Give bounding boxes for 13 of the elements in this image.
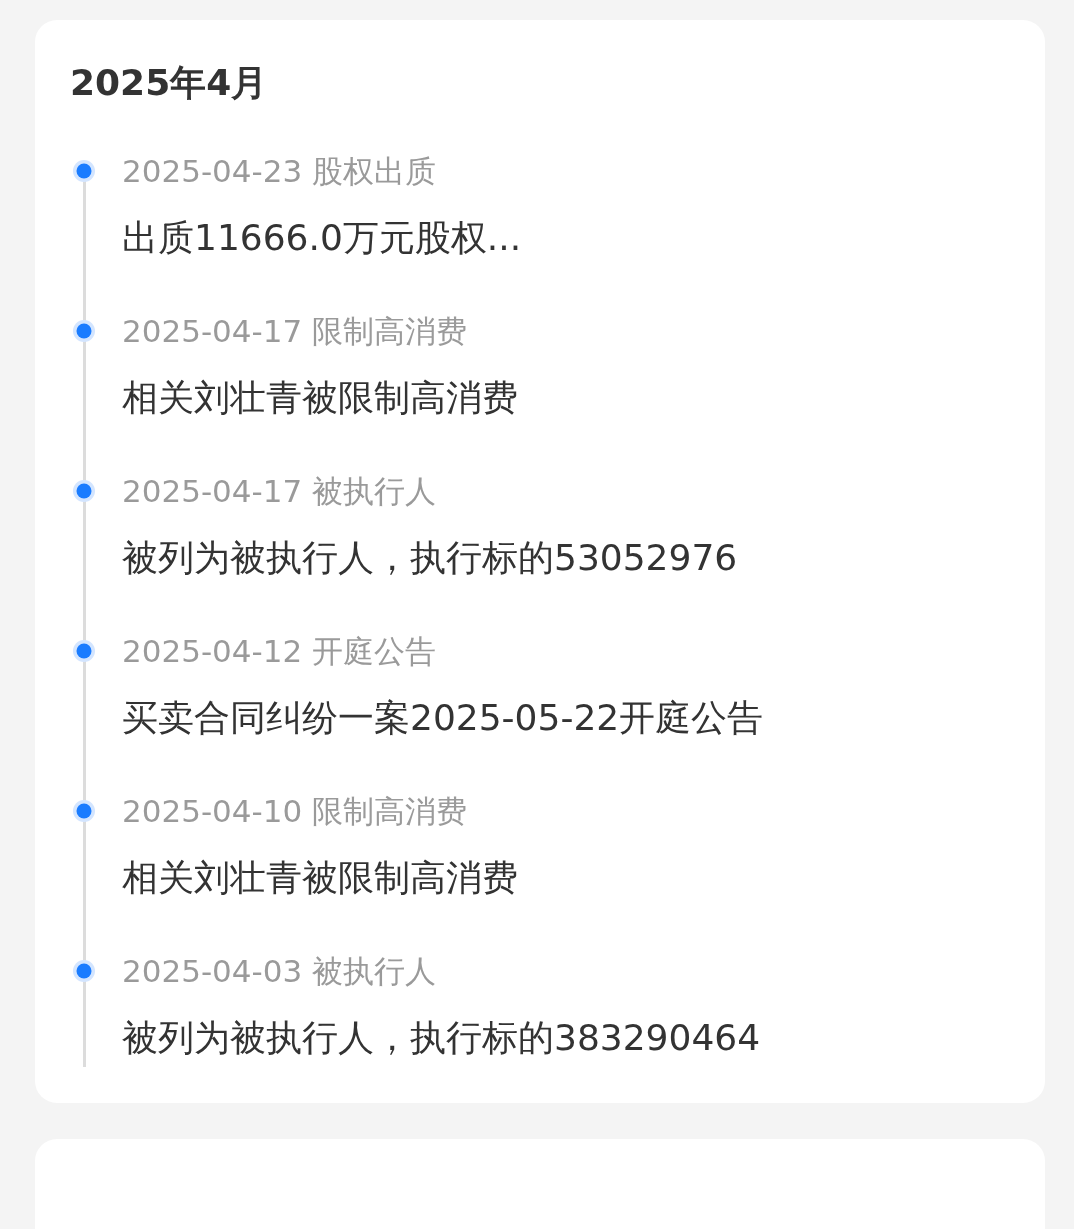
event-description: 相关刘壮青被限制高消费	[122, 856, 518, 900]
event-date-and-type: 2025-04-23 股权出质	[122, 152, 436, 191]
event-description: 被列为被执行人，执行标的53052976	[122, 536, 738, 580]
event-date-and-type: 2025-04-17 被执行人	[122, 472, 436, 511]
event-date-and-type: 2025-04-10 限制高消费	[122, 792, 467, 831]
event-description: 被列为被执行人，执行标的383290464	[122, 1016, 761, 1060]
event-date-and-type: 2025-04-03 被执行人	[122, 952, 436, 991]
month-heading: 2025年4月	[70, 61, 268, 105]
event-description: 买卖合同纠纷一案2025-05-22开庭公告	[122, 696, 764, 740]
event-description: 相关刘壮青被限制高消费	[122, 376, 518, 420]
event-date-and-type: 2025-04-12 开庭公告	[122, 632, 436, 671]
event-date-and-type: 2025-04-17 限制高消费	[122, 312, 467, 351]
event-description: 出质11666.0万元股权...	[122, 216, 522, 260]
